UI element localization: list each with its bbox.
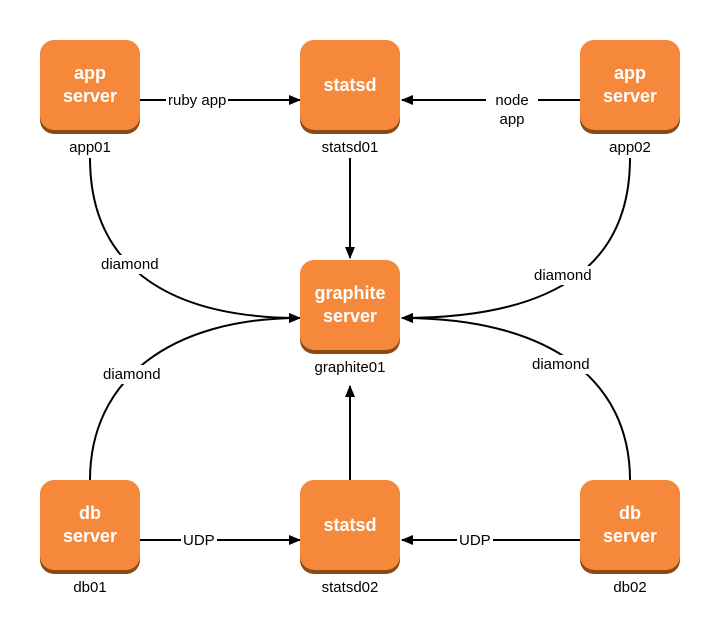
edge-label-diamond-app01: diamond [99, 255, 161, 274]
node-face: db server [580, 480, 680, 570]
edge-db02-graphite [401, 313, 631, 481]
node-name-app01: app01 [69, 139, 111, 156]
node-face: db server [40, 480, 140, 570]
node-db02[interactable]: db server [580, 480, 680, 574]
edge-label-diamond-db02: diamond [530, 355, 592, 374]
edge-label-app: app [499, 111, 525, 128]
node-label-line2: server [322, 306, 378, 326]
node-face: statsd [300, 480, 400, 570]
node-name-app02: app02 [609, 139, 651, 156]
node-name-statsd02: statsd02 [321, 579, 379, 596]
node-face: graphite server [300, 260, 400, 350]
edge-label-diamond-db01: diamond [101, 365, 163, 384]
edge-db01-graphite [89, 313, 301, 481]
node-label-line1: db [619, 503, 641, 523]
node-label-line1: statsd [323, 74, 377, 95]
edge-label-ruby-app: ruby app [166, 91, 229, 110]
node-label-line2: server [602, 86, 658, 106]
node-name-statsd01: statsd01 [321, 139, 379, 156]
node-label-line1: db [79, 503, 101, 523]
node-label-line1: statsd [323, 514, 377, 535]
node-face: statsd [300, 40, 400, 130]
edge-label-diamond-app02: diamond [532, 266, 594, 285]
node-face: app server [40, 40, 140, 130]
edge-app02-graphite [401, 157, 631, 323]
edge-app01-graphite [89, 157, 301, 323]
node-label-line1: app [613, 63, 646, 83]
node-name-db01: db01 [73, 579, 107, 596]
node-statsd01[interactable]: statsd [300, 40, 400, 134]
node-graphite01[interactable]: graphite server [300, 260, 400, 354]
node-name-graphite01: graphite01 [314, 359, 386, 376]
node-label-line1: app [73, 63, 106, 83]
node-statsd02[interactable]: statsd [300, 480, 400, 574]
node-label-line2: server [62, 86, 118, 106]
node-label-line2: server [62, 526, 118, 546]
node-db01[interactable]: db server [40, 480, 140, 574]
node-label-line1: graphite [314, 283, 386, 303]
edge-label-node-app: node app [486, 91, 538, 129]
edge-label-udp-db02: UDP [457, 531, 493, 550]
node-face: app server [580, 40, 680, 130]
node-label-line2: server [602, 526, 658, 546]
node-name-db02: db02 [613, 579, 647, 596]
edge-label-node: node [495, 92, 529, 109]
edge-label-udp-db01: UDP [181, 531, 217, 550]
node-app02[interactable]: app server [580, 40, 680, 134]
node-app01[interactable]: app server [40, 40, 140, 134]
